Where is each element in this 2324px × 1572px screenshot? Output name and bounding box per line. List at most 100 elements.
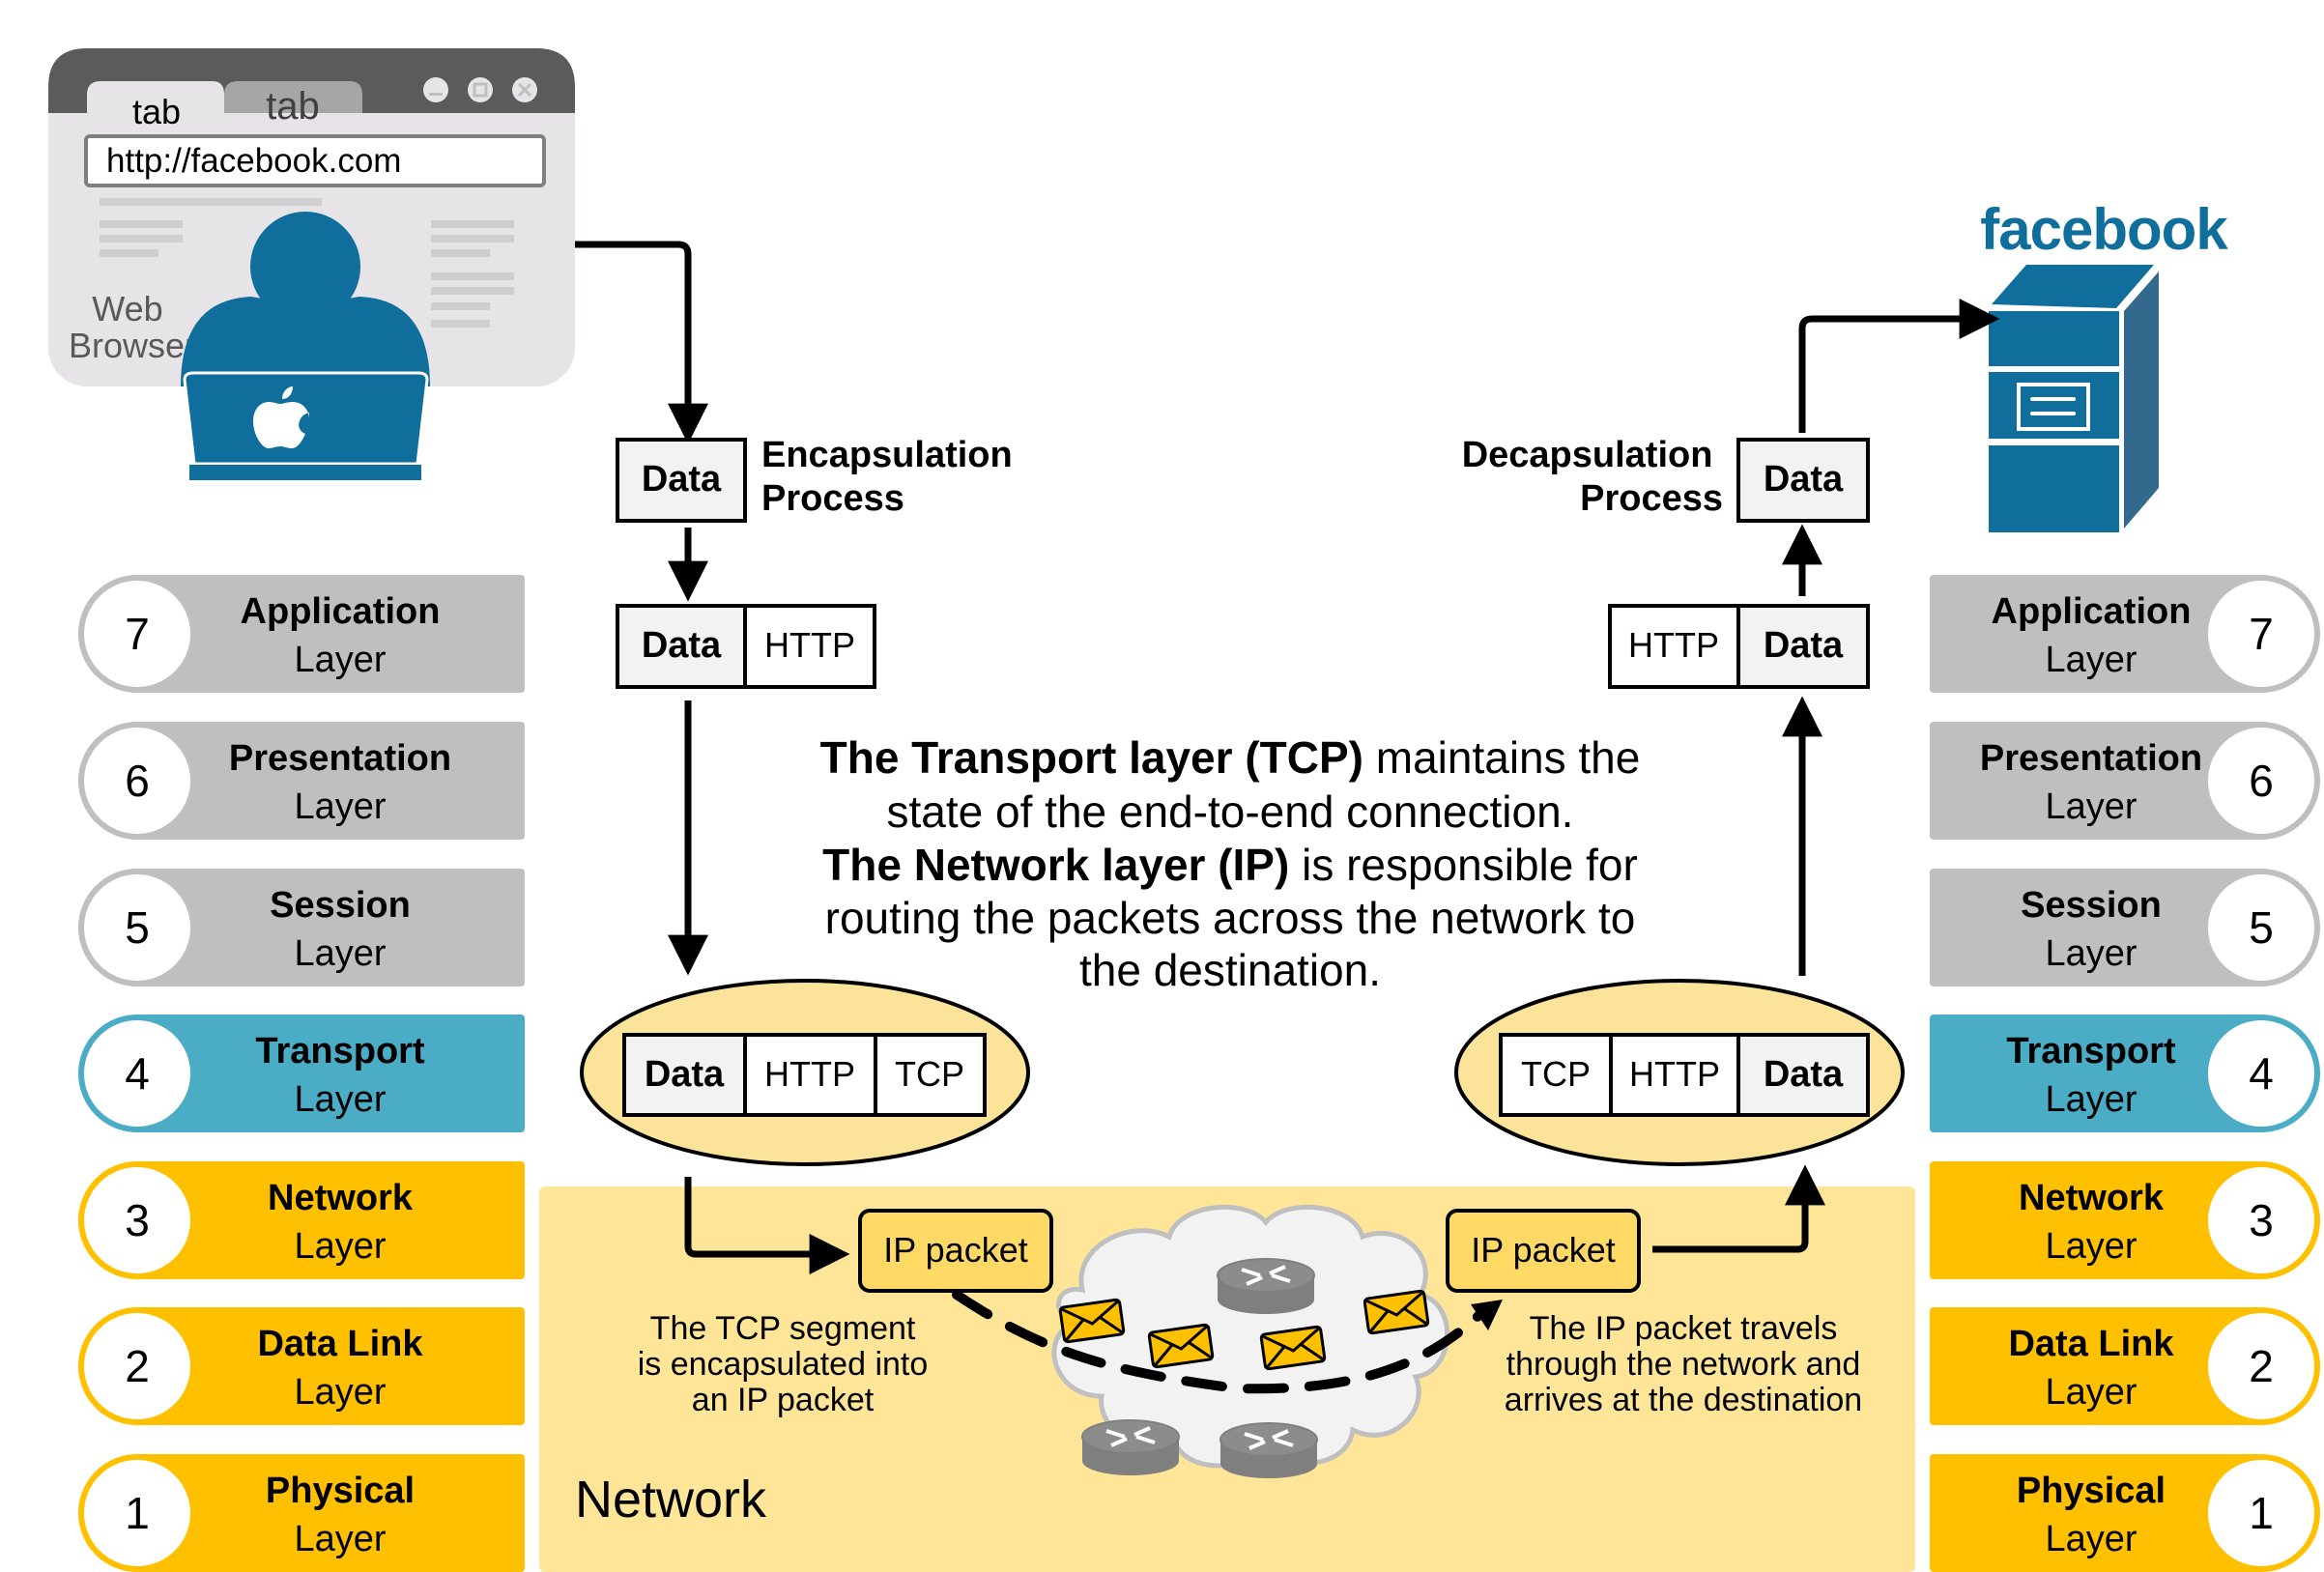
layer-bar <box>1930 575 2261 693</box>
layer-number: 6 <box>2249 756 2274 806</box>
caption-encapsulated: The TCP segment is encapsulated into an … <box>638 1310 929 1418</box>
svg-text:Data: Data <box>645 1054 725 1095</box>
layer-name: Application <box>241 591 441 632</box>
layer-number: 3 <box>2249 1195 2274 1245</box>
svg-text:the destination.: the destination. <box>1079 945 1381 995</box>
minimize-icon[interactable] <box>423 77 448 102</box>
layer-bar <box>1930 869 2261 986</box>
layer-number: 1 <box>2249 1488 2274 1538</box>
svg-text:is encapsulated into: is encapsulated into <box>638 1346 929 1383</box>
browser-label: Web Browser <box>69 289 196 365</box>
routers <box>1081 1258 1318 1478</box>
layer-bar <box>137 1015 525 1132</box>
route-arrowhead <box>1471 1300 1503 1330</box>
packet-route-path <box>952 1290 1488 1394</box>
svg-text:Data: Data <box>642 625 722 666</box>
network-label: Network <box>575 1471 767 1529</box>
caption-travels: The IP packet travels through the networ… <box>1505 1310 1862 1418</box>
layer-bar <box>137 1454 525 1572</box>
layer-name: Network <box>268 1178 414 1218</box>
maximize-icon[interactable] <box>468 77 493 102</box>
url-text: http://facebook.com <box>106 142 401 180</box>
ip-to-segment-arrow <box>1652 1164 1825 1253</box>
envelope-icon <box>1259 1325 1327 1371</box>
layer-bar <box>1930 1015 2261 1132</box>
decapsulation-title: Decapsulation Process <box>1462 435 1723 519</box>
tab-inactive[interactable]: tab <box>224 81 362 128</box>
router-icon <box>1217 1258 1315 1314</box>
encap-step2-packet: Data HTTP <box>616 604 876 689</box>
layer-bar <box>137 1307 525 1425</box>
center-description: The Transport layer (TCP) maintains the … <box>820 732 1641 995</box>
svg-text:Data: Data <box>1764 625 1844 666</box>
layer-name: Transport <box>2006 1031 2176 1072</box>
tab-active[interactable]: tab <box>87 81 224 131</box>
layer-number-badge <box>78 869 196 986</box>
decap-step1-data: Data <box>1736 438 1870 523</box>
layer-name: Network <box>2019 1178 2165 1218</box>
layer-number-badge <box>2202 1307 2320 1425</box>
close-icon[interactable] <box>512 77 537 102</box>
svg-text:through the network and: through the network and <box>1506 1346 1861 1383</box>
layer-number-badge <box>78 1161 196 1279</box>
svg-text:tab: tab <box>266 85 320 128</box>
layer-suffix: Layer <box>294 1226 386 1267</box>
layer-number-badge <box>78 1454 196 1572</box>
svg-text:routing the packets across the: routing the packets across the network t… <box>825 893 1636 943</box>
layer-bar <box>137 1161 525 1279</box>
layer-bar <box>137 575 525 693</box>
svg-text:TCP: TCP <box>895 1054 964 1094</box>
svg-text:state of the end-to-end connec: state of the end-to-end connection. <box>887 786 1574 837</box>
decap-step2-packet: HTTP Data <box>1608 604 1870 689</box>
laptop-icon <box>183 371 429 482</box>
svg-text:The Transport layer (TCP) main: The Transport layer (TCP) maintains the <box>820 732 1641 783</box>
layer-suffix: Layer <box>2045 1372 2137 1413</box>
layer-number: 7 <box>2249 609 2274 659</box>
envelope-icon <box>1363 1289 1430 1335</box>
segment-to-ip-arrow <box>684 1177 850 1274</box>
svg-text:IP packet: IP packet <box>1471 1230 1615 1270</box>
layer-number-badge <box>78 722 196 840</box>
layer-number-badge <box>2202 869 2320 986</box>
layer-name: Application <box>1992 591 2192 632</box>
layer-suffix: Layer <box>294 933 386 974</box>
network-cloud <box>1051 1204 1450 1469</box>
layer-suffix: Layer <box>294 786 386 827</box>
encap-step1-data: Data <box>616 438 747 523</box>
svg-text:The Network layer (IP) is resp: The Network layer (IP) is responsible fo… <box>822 840 1638 890</box>
layer-number: 4 <box>125 1048 150 1099</box>
layer-suffix: Layer <box>2045 933 2137 974</box>
layer-bar <box>1930 1307 2261 1425</box>
layer-suffix: Layer <box>2045 1079 2137 1120</box>
layer-number: 4 <box>2249 1048 2274 1099</box>
layer-suffix: Layer <box>294 1079 386 1120</box>
layer-number-badge <box>2202 1015 2320 1132</box>
layer-number-badge <box>2202 1454 2320 1572</box>
layer-number-badge <box>78 1015 196 1132</box>
layer-name: Session <box>2021 885 2162 926</box>
layer-number: 5 <box>2249 902 2274 953</box>
svg-text:HTTP: HTTP <box>1628 625 1719 665</box>
layer-suffix: Layer <box>2045 786 2137 827</box>
envelope-icon <box>1147 1323 1215 1369</box>
browser-to-data-arrow <box>575 241 708 444</box>
envelope-icon <box>1058 1298 1126 1344</box>
svg-text:TCP: TCP <box>1521 1054 1591 1094</box>
layer-name: Presentation <box>1980 738 2202 779</box>
layer-number-badge <box>2202 722 2320 840</box>
layer-bar <box>137 869 525 986</box>
layer-number: 1 <box>125 1488 150 1538</box>
address-bar[interactable]: http://facebook.com <box>84 134 546 187</box>
layer-name: Data Link <box>257 1324 423 1364</box>
